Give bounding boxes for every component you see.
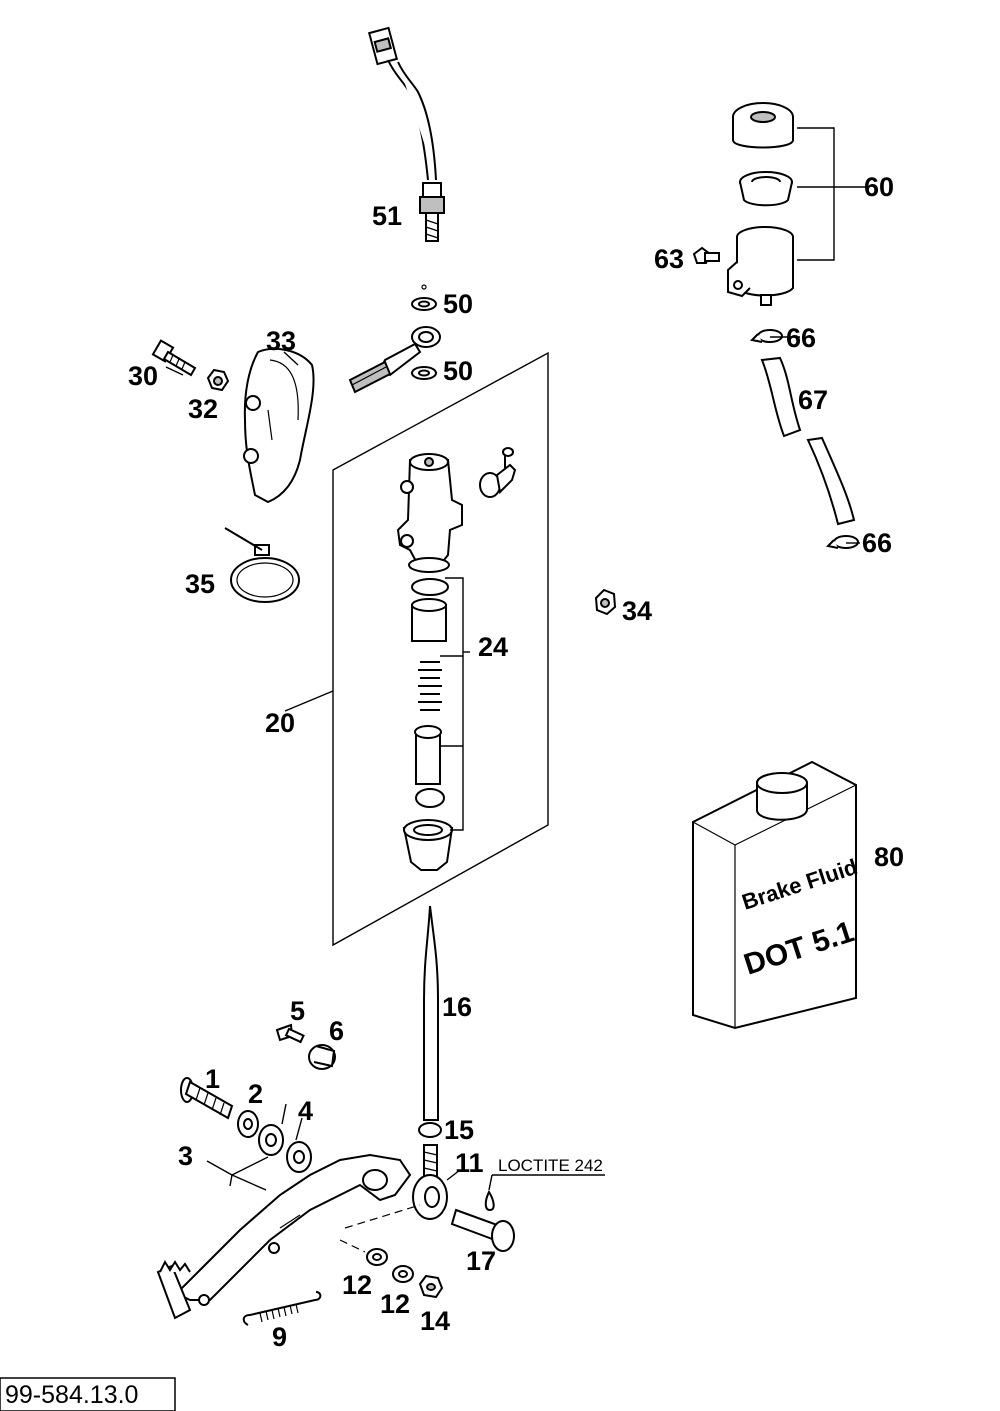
label-part-66-lower: 66 [862,528,892,558]
brake-pedal-part [156,1153,412,1320]
label-part-67: 67 [798,385,828,415]
label-part-17: 17 [466,1246,496,1276]
reference-number: 99-584.13.0 [5,1381,138,1409]
reservoir-part [727,102,866,306]
label-part-80: 80 [874,842,904,872]
clevis-11-part [412,1144,448,1220]
spring-9-part [242,1291,322,1326]
nut-34-part [594,588,617,616]
hose-clamp-lower-part [825,535,859,549]
washer-2-part [237,1110,259,1138]
label-part-11: 11 [455,1148,484,1178]
label-part-14: 14 [420,1306,450,1336]
screw-1-part [180,1077,234,1120]
label-part-2: 2 [248,1079,263,1109]
nut-15-part [418,1122,442,1138]
hose-clamp-upper-part [749,329,783,343]
label-part-6: 6 [329,1016,344,1046]
screw-5-part [275,1023,305,1044]
screw-63-part [692,246,720,264]
sensor-switch-part [367,26,445,242]
label-part-50-upper: 50 [443,289,473,319]
assembly-frame [332,351,549,947]
label-part-12-b: 12 [380,1289,410,1319]
brake-fluid-can-part [692,760,857,1030]
label-part-63: 63 [654,244,684,274]
label-part-9: 9 [272,1322,287,1352]
bearing-4-part [258,1124,312,1173]
washer-12a-part [366,1248,388,1266]
label-part-24: 24 [478,632,508,662]
label-part-30: 30 [128,361,158,391]
label-part-33: 33 [266,326,296,356]
banjo-fitting-part [348,284,441,394]
leader-lines [165,336,860,1191]
loctite-drop-icon [484,1189,495,1212]
push-rod-part [423,905,439,1121]
label-part-15: 15 [444,1115,474,1145]
label-part-60: 60 [864,172,894,202]
label-part-35: 35 [185,569,215,599]
label-part-66-upper: 66 [786,323,816,353]
label-part-20: 20 [265,708,295,738]
cylinder-internal-parts [402,578,454,871]
nut-32-part [206,368,230,392]
label-part-1: 1 [205,1064,220,1094]
master-cylinder-body-part [396,447,517,573]
label-part-50-lower: 50 [443,356,473,386]
heel-guard-part [243,347,315,504]
label-part-4: 4 [298,1096,313,1126]
reference-number-box [0,1377,176,1411]
label-part-3: 3 [178,1141,193,1171]
loctite-note: LOCTITE 242 [498,1156,603,1175]
label-part-32: 32 [188,394,218,424]
nut-14-part [418,1274,444,1299]
label-part-12-a: 12 [342,1270,372,1300]
washer-12b-part [392,1265,414,1283]
label-part-5: 5 [290,996,305,1026]
screw-30-part [151,339,197,377]
cable-tie-part [224,527,300,603]
bolt-17-part [450,1208,515,1252]
label-part-16: 16 [442,992,472,1022]
hose-67-part [760,356,856,526]
label-part-34: 34 [622,596,652,626]
pivot-centerline [339,1204,421,1253]
label-part-51: 51 [372,201,402,231]
bushing-6-part [308,1044,336,1070]
